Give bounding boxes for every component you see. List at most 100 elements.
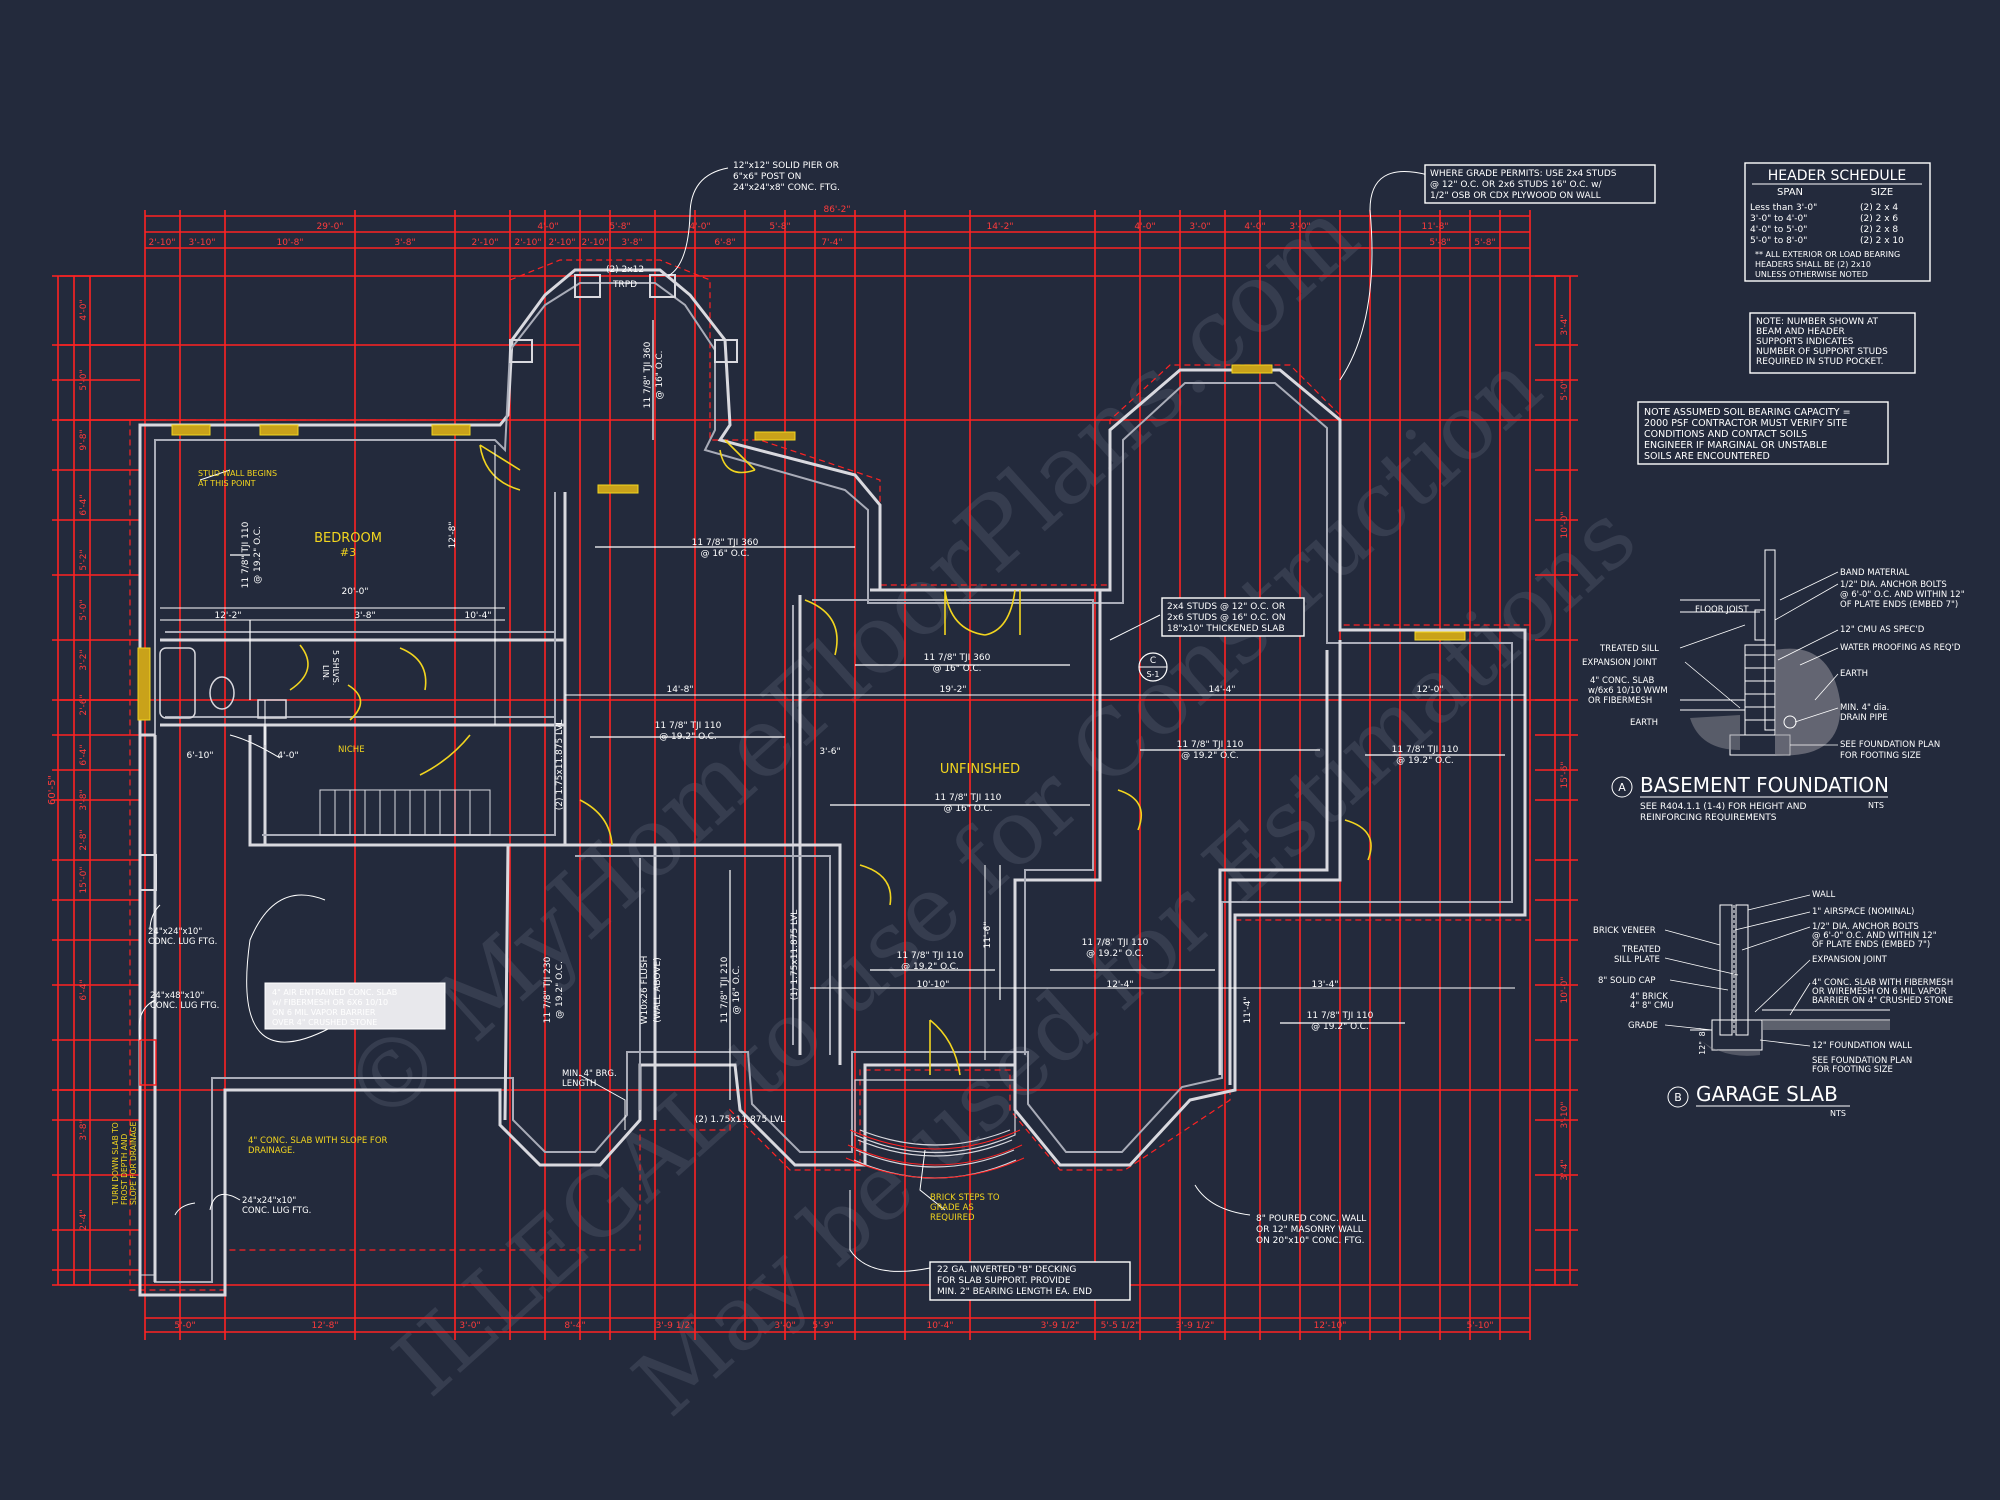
- note-line: SOILS ARE ENCOUNTERED: [1644, 451, 1770, 462]
- interior-dim: 12'-4": [1106, 980, 1133, 990]
- note-line: REQUIRED IN STUD POCKET.: [1756, 357, 1884, 367]
- note-line: FROST DEPTH AND: [120, 1133, 129, 1205]
- joist-label: @ 19.2" O.C.: [555, 961, 565, 1019]
- detail-b-callout: 1/2" DIA. ANCHOR BOLTS: [1812, 922, 1919, 932]
- detail-a-callout: EARTH: [1630, 718, 1658, 728]
- dim-left: 9'-8": [79, 429, 89, 450]
- interior-dim: 13'-4": [1311, 980, 1338, 990]
- header-schedule-size: (2) 2 x 10: [1860, 236, 1904, 246]
- joist-label: 11 7/8" TJI 110: [1392, 745, 1459, 755]
- detail-b-callout: SEE FOUNDATION PLAN: [1812, 1056, 1912, 1066]
- note-line: REQUIRED: [930, 1213, 975, 1223]
- joist-label: 11 7/8" TJI 360: [692, 538, 759, 548]
- dim-left: 15'-0": [79, 866, 89, 893]
- note-line: ON 20"x10" CONC. FTG.: [1256, 1236, 1365, 1246]
- header-schedule-span: 4'-0" to 5'-0": [1750, 225, 1807, 235]
- dim-bottom: 5'-5 1/2": [1101, 1321, 1140, 1331]
- dim-bottom: 5'-10": [1466, 1321, 1493, 1331]
- dim-left: 5'-0": [79, 369, 89, 390]
- joist-label: @ 19.2" O.C.: [1311, 1022, 1369, 1032]
- joist-label: @ 19.2" O.C.: [253, 526, 263, 584]
- note-line: 24"x24"x10": [242, 1196, 296, 1206]
- note-line: CONC. LUG FTG.: [148, 937, 217, 947]
- detail-b-callout: 4" 8" CMU: [1630, 1001, 1674, 1011]
- interior-dim: 3'-8": [354, 611, 375, 621]
- dim-top-row1: 5'-8": [769, 222, 790, 232]
- note-line: 6"x6" POST ON: [733, 172, 801, 182]
- header-schedule: HEADER SCHEDULE SPAN SIZE Less than 3'-0…: [1744, 162, 1931, 282]
- interior-dim: 10'-4": [464, 611, 491, 621]
- note-line: SUPPORTS INDICATES: [1756, 337, 1854, 347]
- dim-top-row1: 11'-8": [1421, 222, 1448, 232]
- note-line: NUMBER OF SUPPORT STUDS: [1756, 347, 1888, 357]
- note-line: @ 12" O.C. OR 2x6 STUDS 16" O.C. w/: [1430, 180, 1602, 190]
- interior-dim: 14'-8": [666, 685, 693, 695]
- note-lug1: 24"x24"x10"CONC. LUG FTG.: [148, 927, 217, 947]
- dim-top-row2: 6'-8": [714, 238, 735, 248]
- note-pier_note: 12"x12" SOLID PIER OR6"x6" POST ON24"x24…: [733, 161, 840, 193]
- detail-a-scale: NTS: [1868, 801, 1884, 810]
- interior-dimensions: 20'-0" 12'-2" 3'-8" 10'-4" 6'-10" 4'-0" …: [186, 521, 1443, 1023]
- svg-text:C: C: [1150, 656, 1156, 666]
- joist-label: @ 16" O.C.: [732, 965, 742, 1014]
- detail-a-callout: MIN. 4" dia.: [1840, 703, 1889, 713]
- detail-b-callout: BARRIER ON 4" CRUSHED STONE: [1812, 996, 1953, 1006]
- dim-left: 6'-4": [79, 744, 89, 765]
- interior-dim: 6'-10": [186, 751, 213, 761]
- joist-label: 11 7/8" TJI 110: [241, 521, 251, 588]
- note-line: 12"x12" SOLID PIER OR: [733, 161, 839, 171]
- lvl-beam-label: (1) 1.75x11.875 LVL: [790, 910, 800, 1001]
- dim-right: 10'-0": [1560, 976, 1570, 1003]
- pads-and-doors: [137, 274, 1466, 1086]
- top-dimensions: 86'-2" 29'-0"4'-0"5'-8"4'-0"5'-8"14'-2"4…: [47, 205, 1570, 1331]
- lvl-beam-label: (2) 1.75x11.875 LVL: [695, 1115, 786, 1125]
- note-line: GRADE AS: [930, 1203, 974, 1213]
- room-labels: BEDROOM #3 UNFINISHED: [314, 531, 1020, 777]
- joist-label: @ 16" O.C.: [932, 664, 981, 674]
- detail-a-callout: 12" CMU AS SPEC'D: [1840, 625, 1925, 635]
- detail-b-callout: 12" FOUNDATION WALL: [1812, 1041, 1912, 1051]
- note-line: OR 12" MASONRY WALL: [1256, 1225, 1363, 1235]
- dim-bottom: 8'-4": [564, 1321, 585, 1331]
- joist-label: 11 7/8" TJI 110: [897, 951, 964, 961]
- detail-a-callout: 1/2" DIA. ANCHOR BOLTS: [1840, 580, 1947, 590]
- note-line: DRAINAGE.: [248, 1146, 295, 1156]
- dim-top-row2: 5'-8": [1474, 238, 1495, 248]
- note-shelves: 5 SHLVS.: [331, 650, 340, 685]
- note-line: MIN. 4" BRG.: [562, 1069, 617, 1079]
- detail-a-callout: w/6x6 10/10 WWM: [1588, 686, 1668, 696]
- note-lug3: 24"x24"x10"CONC. LUG FTG.: [242, 1196, 311, 1216]
- dim-left: 5'-2": [79, 549, 89, 570]
- detail-b-callout: 4" CONC. SLAB WITH FIBERMESH: [1812, 978, 1953, 988]
- detail-b-callout: TREATED: [1621, 945, 1661, 955]
- joist-label: 11 7/8" TJI 230: [543, 956, 553, 1023]
- detail-a-sub: SEE R404.1.1 (1-4) FOR HEIGHT AND: [1640, 802, 1806, 812]
- joist-label: 11 7/8" TJI 110: [1082, 938, 1149, 948]
- detail-b-dim: 8": [1698, 1028, 1707, 1037]
- joist-label: @ 19.2" O.C.: [1086, 949, 1144, 959]
- dim-right: 5'-0": [1560, 379, 1570, 400]
- joist-labels: 11 7/8" TJI 360 @ 16" O.C. 11 7/8" TJI 3…: [241, 341, 1459, 1125]
- dim-overall-left: 60'-5": [47, 775, 58, 805]
- garage-slab-note-line: ON 6 MIL VAPOR BARRIER: [272, 1008, 376, 1017]
- detail-a-callout: FLOOR JOIST: [1695, 605, 1749, 615]
- header-schedule-footnote: UNLESS OTHERWISE NOTED: [1755, 270, 1868, 279]
- joist-label: @ 19.2" O.C.: [659, 732, 717, 742]
- note-line: 22 GA. INVERTED "B" DECKING: [937, 1265, 1076, 1275]
- dim-left: 6'-4": [79, 979, 89, 1000]
- dim-top-row2: 2'-10": [581, 238, 608, 248]
- note-beam: (2) 2x12: [606, 265, 644, 275]
- detail-b-callout: WALL: [1812, 890, 1835, 900]
- dim-right: 3'-10": [1560, 1101, 1570, 1128]
- detail-a-sub: REINFORCING REQUIREMENTS: [1640, 813, 1777, 823]
- dim-bottom: 3'-9 1/2": [1041, 1321, 1080, 1331]
- joist-label: 11 7/8" TJI 110: [1307, 1011, 1374, 1021]
- room-label-unfinished: UNFINISHED: [940, 762, 1020, 777]
- interior-dim: 10'-10": [917, 980, 950, 990]
- note-line: 2x4 STUDS @ 12" O.C. OR: [1167, 602, 1285, 612]
- dim-top-row1: 4'-0": [1244, 222, 1265, 232]
- detail-a-title: BASEMENT FOUNDATION: [1640, 773, 1889, 797]
